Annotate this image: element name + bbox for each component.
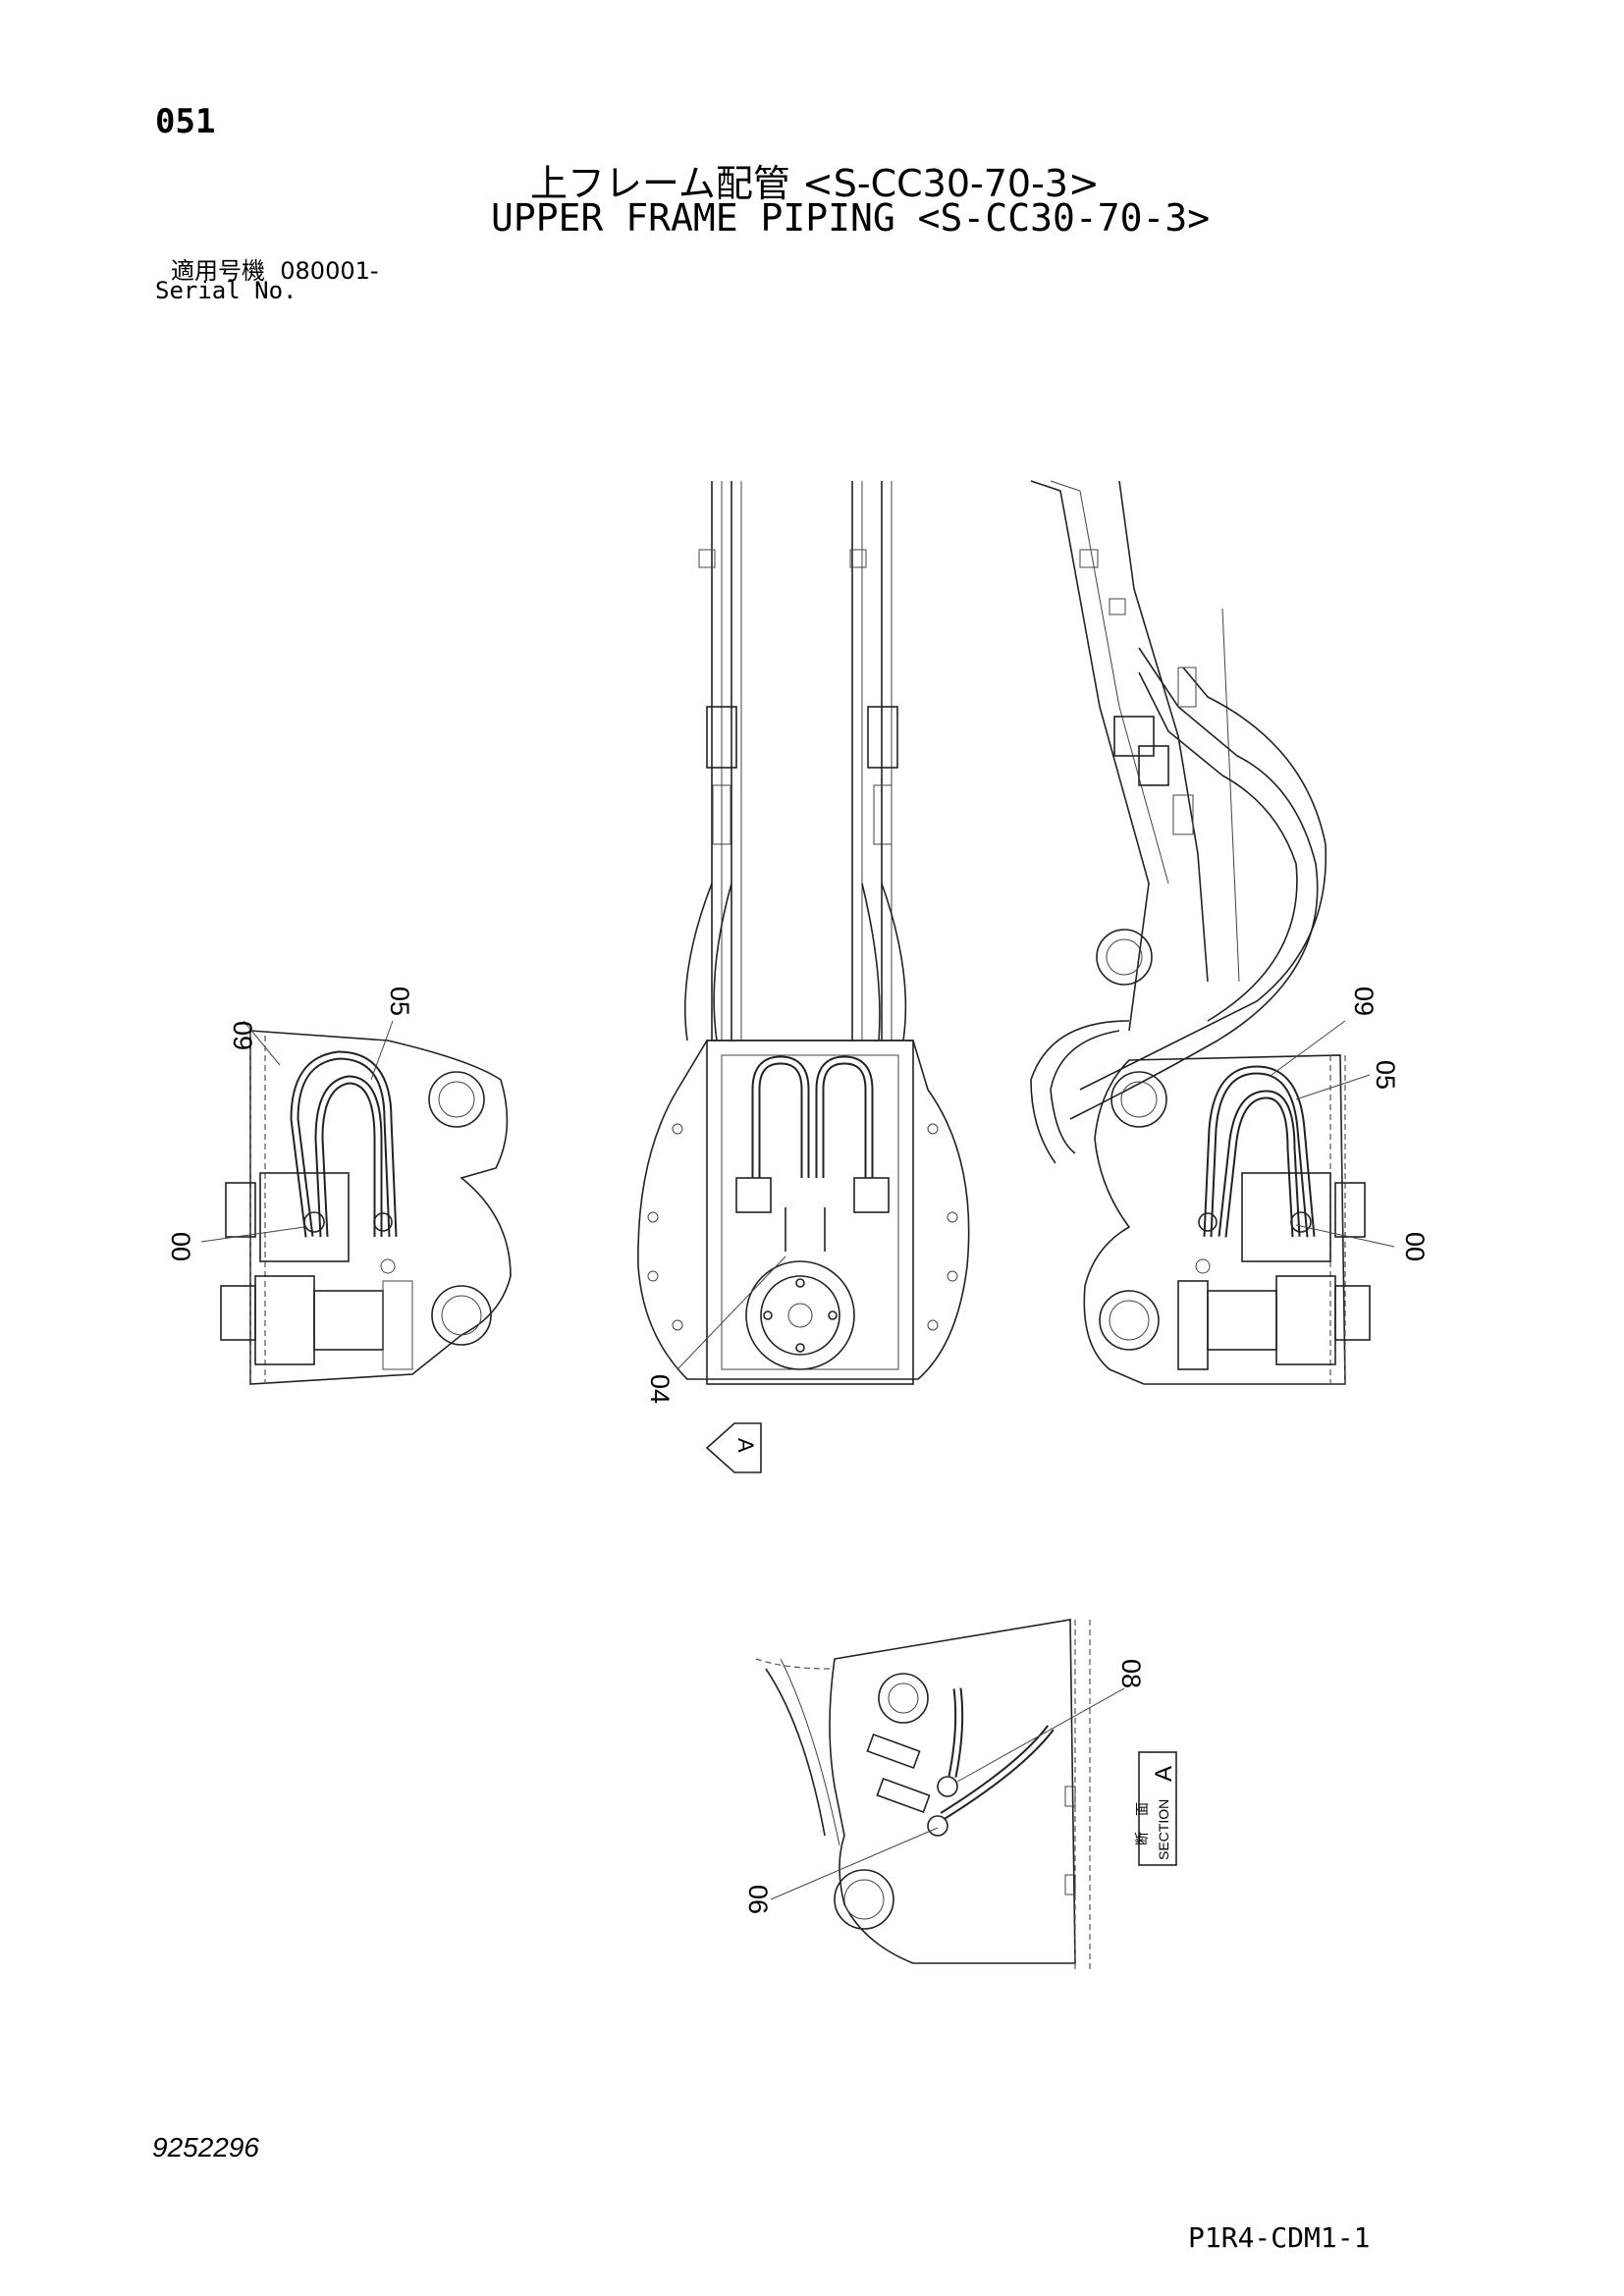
title-english: UPPER FRAME PIPING <S-CC30-70-3> [491,196,1211,240]
callout-left-00: 00 [166,1232,195,1261]
document-number: 9252296 [152,2132,260,2163]
callout-left-09: 09 [228,1021,257,1050]
view-a-marker: A [705,1422,762,1473]
callout-left-05: 05 [385,987,414,1016]
serial-value: 080001- [280,257,379,285]
callout-bottom-06: 06 [743,1885,773,1914]
section-label: SECTION [1156,1799,1171,1860]
serial-line-japanese: 適用号機 080001- [171,251,379,286]
section-jp-1: 断 [1134,1832,1150,1845]
right-side-view [1030,480,1395,1385]
section-jp-2: 面 [1134,1802,1150,1816]
title-japanese: 上フレーム配管 <S-CC30-70-3> [530,162,1100,205]
callout-center-04: 04 [645,1374,675,1404]
serial-label-jp: 適用号機 [171,257,265,285]
view-a-letter: A [733,1438,758,1453]
section-a-view [755,1619,1177,1973]
page-number: 051 [155,102,216,141]
callout-right-00: 00 [1400,1232,1430,1261]
serial-label-english: Serial No. [155,277,298,304]
left-side-view [200,1020,512,1385]
callout-right-05: 05 [1371,1060,1400,1090]
center-boom-view [637,481,970,1385]
callout-right-09: 09 [1349,987,1379,1016]
callout-bottom-08: 08 [1116,1659,1146,1688]
section-letter: A [1151,1766,1177,1782]
reference-code: P1R4-CDM1-1 [1188,2221,1371,2254]
